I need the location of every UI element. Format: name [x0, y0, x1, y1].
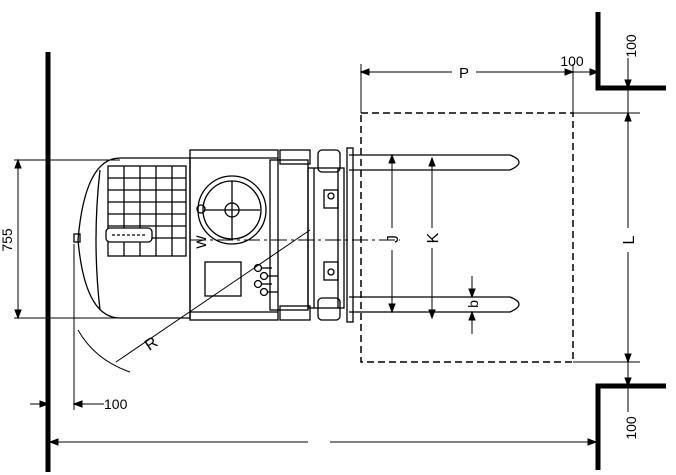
- dimension-j: [353, 153, 400, 314]
- dimension-left-gap: [30, 244, 104, 410]
- label-l: L: [621, 235, 638, 244]
- label-755: 755: [0, 228, 15, 252]
- lower-fork: [349, 296, 520, 313]
- right-wall-top: [595, 12, 666, 91]
- label-left-gap: 100: [104, 396, 128, 412]
- dimension-right-bottom-gap: [624, 362, 632, 412]
- dimension-aisle-width: [48, 438, 598, 446]
- truck-body: [73, 149, 345, 321]
- dimension-p: [359, 64, 600, 113]
- dimension-l: [573, 111, 640, 364]
- upper-fork: [349, 154, 520, 171]
- label-r: R: [142, 334, 161, 355]
- label-w: W: [193, 235, 209, 249]
- pallet-outline: [360, 112, 574, 363]
- label-top-gap: 100: [560, 53, 584, 69]
- dimension-b: [468, 276, 476, 334]
- label-k: K: [425, 232, 442, 243]
- label-p: P: [459, 65, 469, 82]
- label-b: b: [465, 300, 481, 308]
- label-right-bottom-gap: 100: [623, 416, 639, 440]
- turning-radius-arc: [77, 329, 131, 373]
- turning-radius-line: [115, 229, 311, 363]
- label-j: J: [385, 235, 402, 243]
- dimension-right-top-gap: [573, 58, 640, 114]
- dimension-k: [428, 156, 436, 320]
- fork-carriage: [346, 147, 354, 323]
- dimension-755: [14, 158, 120, 320]
- label-right-top-gap: 100: [623, 34, 639, 58]
